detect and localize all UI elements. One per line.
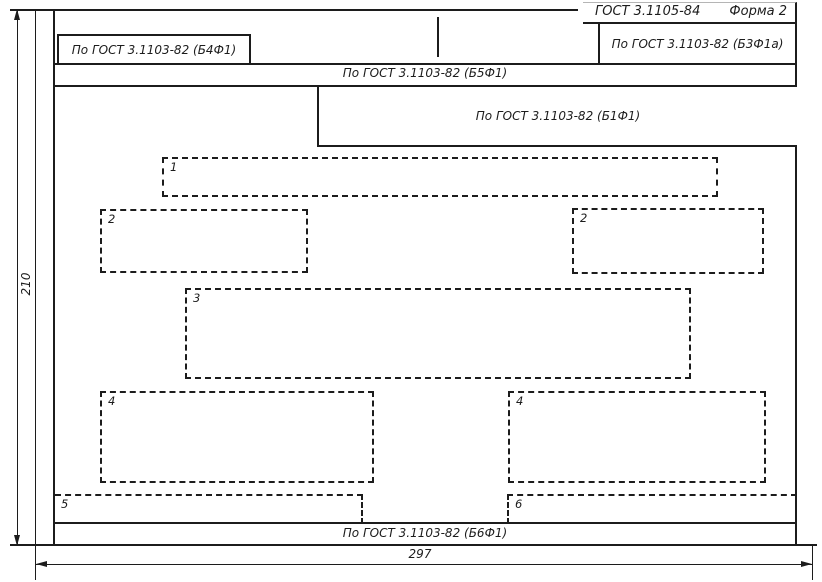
- bottom-left-extension: [10, 544, 53, 546]
- zone-4-right: 4: [508, 391, 766, 483]
- block-b4f1: По ГОСТ 3.1103-82 (Б4Ф1): [57, 34, 251, 65]
- zone-3-number: 3: [193, 291, 201, 305]
- block-b1f1-label: По ГОСТ 3.1103-82 (Б1Ф1): [475, 109, 641, 123]
- zone-4-left: 4: [100, 391, 374, 483]
- dimension-width-value: 297: [408, 547, 432, 561]
- zone-2-left: 2: [100, 209, 308, 273]
- row-b5f1-top-line: [53, 63, 797, 65]
- row-b6f1-top-line: [53, 522, 797, 524]
- zone-4-right-number: 4: [516, 394, 524, 408]
- dimension-arrow-right-icon: [801, 561, 812, 567]
- dimension-arrow-left-icon: [36, 561, 47, 567]
- bottom-right-extension: [797, 544, 817, 546]
- zone-3: 3: [185, 288, 691, 379]
- zone-5-number: 5: [61, 497, 69, 511]
- block-b4f1-label: По ГОСТ 3.1103-82 (Б4Ф1): [71, 42, 237, 57]
- sheet-frame: [53, 9, 797, 546]
- zone-5: 5: [55, 494, 363, 524]
- block-b5f1-label: По ГОСТ 3.1103-82 (Б5Ф1): [342, 66, 508, 80]
- zone-6-number: 6: [515, 497, 523, 511]
- zone-1-number: 1: [170, 160, 178, 174]
- zone-4-left-number: 4: [108, 394, 116, 408]
- left-extension-line: [35, 547, 36, 580]
- row-b5f1-bottom-line: [53, 85, 797, 87]
- block-b3f1a: По ГОСТ 3.1103-82 (Б3Ф1а): [598, 22, 797, 65]
- right-extension-line: [812, 546, 813, 580]
- top-center-tick: [437, 17, 439, 57]
- block-b6f1-label: По ГОСТ 3.1103-82 (Б6Ф1): [342, 526, 508, 540]
- standard-designation: ГОСТ 3.1105-84: [595, 4, 701, 19]
- dimension-height-value: 210: [19, 272, 33, 296]
- dimension-line-height: [17, 10, 18, 546]
- dimension-arrow-down-icon: [14, 535, 20, 546]
- zone-6: 6: [507, 494, 797, 524]
- zone-1: 1: [162, 157, 718, 197]
- block-b1f1: По ГОСТ 3.1103-82 (Б1Ф1): [317, 87, 797, 147]
- dimension-line-width: [36, 564, 812, 565]
- sheet-top-border: [10, 9, 578, 11]
- sheet-left-edge-line: [35, 9, 36, 547]
- zone-2-right: 2: [572, 208, 764, 274]
- dimension-arrow-up-icon: [14, 9, 20, 20]
- block-b3f1a-label: По ГОСТ 3.1103-82 (Б3Ф1а): [611, 36, 784, 51]
- zone-2-right-number: 2: [580, 211, 588, 225]
- form-number-label: Форма 2: [729, 4, 787, 19]
- zone-2-left-number: 2: [108, 212, 116, 226]
